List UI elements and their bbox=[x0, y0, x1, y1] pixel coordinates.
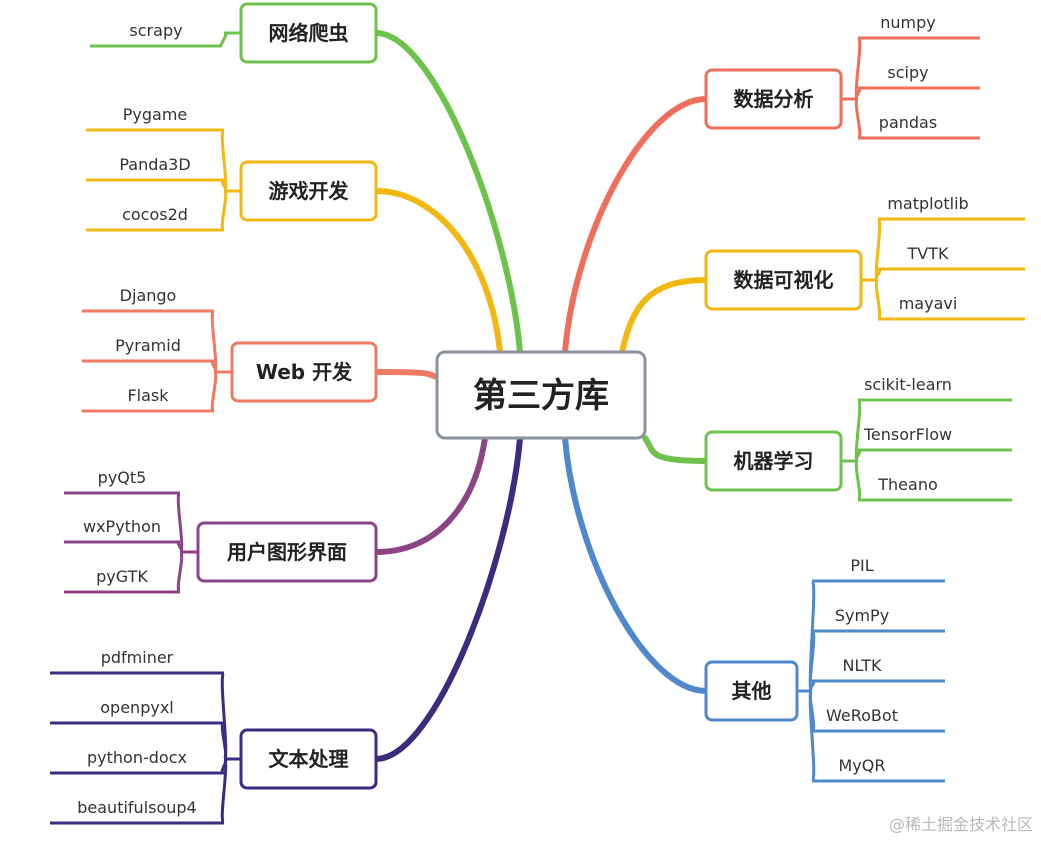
leaf-label: beautifulsoup4 bbox=[77, 798, 196, 817]
root-node: 第三方库 bbox=[435, 350, 647, 440]
leaf-label: openpyxl bbox=[100, 698, 173, 717]
branch-label: 其他 bbox=[732, 679, 772, 703]
leaf-label: python-docx bbox=[87, 748, 187, 767]
branch-box bbox=[239, 2, 378, 64]
branch-label: 数据可视化 bbox=[734, 268, 834, 292]
branch-connector bbox=[373, 435, 523, 762]
leaf-label: NLTK bbox=[843, 656, 882, 675]
branch-connector bbox=[642, 435, 709, 464]
leaf-connector bbox=[854, 459, 862, 502]
leaf-connector bbox=[220, 189, 228, 232]
leaf-connector bbox=[176, 550, 184, 594]
leaf-label: PIL bbox=[850, 556, 873, 575]
leaf-label: scrapy bbox=[129, 21, 182, 40]
branch-box bbox=[704, 249, 863, 311]
branch-1: scrapy 网络爬虫 bbox=[90, 2, 523, 355]
leaf-label: pandas bbox=[879, 113, 937, 132]
branch-box bbox=[704, 430, 843, 492]
branch-label: 游戏开发 bbox=[269, 179, 350, 203]
branch-connector bbox=[562, 435, 709, 694]
branch-5: pdfminer openpyxl python-docx beautifulsoup… bbox=[50, 435, 523, 825]
leaf-label: TensorFlow bbox=[863, 425, 952, 444]
leaf-label: Theano bbox=[877, 475, 938, 494]
root-box bbox=[435, 350, 647, 440]
branch-box bbox=[230, 341, 378, 403]
leaf-connector bbox=[874, 278, 882, 321]
root-label: 第三方库 bbox=[473, 376, 609, 416]
leaf-label: Pyramid bbox=[115, 336, 181, 355]
branch-connector bbox=[373, 188, 503, 355]
leaf-label: scikit-learn bbox=[864, 375, 952, 394]
leaf-label: Panda3D bbox=[119, 155, 190, 174]
leaf-label: pyQt5 bbox=[98, 468, 147, 487]
leaf-connector bbox=[854, 97, 862, 140]
leaf-connector bbox=[210, 370, 218, 413]
leaf-label: pyGTK bbox=[96, 567, 148, 586]
branch-label: 文本处理 bbox=[269, 747, 349, 771]
branch-4: pyQt5 wxPython pyGTK 用户图形界面 bbox=[64, 435, 488, 594]
branch-label: 用户图形界面 bbox=[227, 540, 347, 564]
leaf-label: mayavi bbox=[899, 294, 958, 313]
leaf-label: scipy bbox=[887, 63, 928, 82]
leaf-label: numpy bbox=[880, 13, 936, 32]
leaf-label: WeRoBot bbox=[826, 706, 898, 725]
branch-label: 机器学习 bbox=[734, 449, 814, 473]
branch-connector bbox=[373, 369, 440, 380]
branch-box bbox=[239, 728, 378, 790]
branch-connector bbox=[619, 277, 709, 355]
leaf-label: Flask bbox=[127, 386, 169, 405]
leaf-label: SymPy bbox=[835, 606, 889, 625]
leaf-label: matplotlib bbox=[887, 194, 968, 213]
watermark: @稀土掘金技术社区 bbox=[888, 815, 1033, 834]
leaf-connector bbox=[808, 689, 816, 783]
branch-box bbox=[704, 68, 843, 130]
branch-6: numpy scipy pandas 数据分析 bbox=[562, 13, 980, 355]
leaf-label: Django bbox=[120, 286, 177, 305]
leaf-label: TVTK bbox=[907, 244, 949, 263]
leaf-connector bbox=[219, 31, 228, 48]
leaf-label: pdfminer bbox=[101, 648, 174, 667]
branch-connector bbox=[373, 435, 488, 555]
branch-label: 网络爬虫 bbox=[269, 21, 349, 45]
branch-connector bbox=[373, 30, 523, 355]
branch-label: Web 开发 bbox=[256, 360, 353, 384]
leaf-label: Pygame bbox=[123, 105, 188, 124]
branch-connector bbox=[562, 96, 709, 355]
branch-box bbox=[196, 521, 378, 583]
branch-label: 数据分析 bbox=[734, 87, 814, 111]
leaf-label: wxPython bbox=[83, 517, 161, 536]
leaf-label: cocos2d bbox=[122, 205, 188, 224]
branch-box bbox=[239, 160, 378, 222]
leaf-connector bbox=[220, 757, 228, 825]
branch-box bbox=[704, 660, 799, 722]
leaf-label: MyQR bbox=[839, 756, 886, 775]
